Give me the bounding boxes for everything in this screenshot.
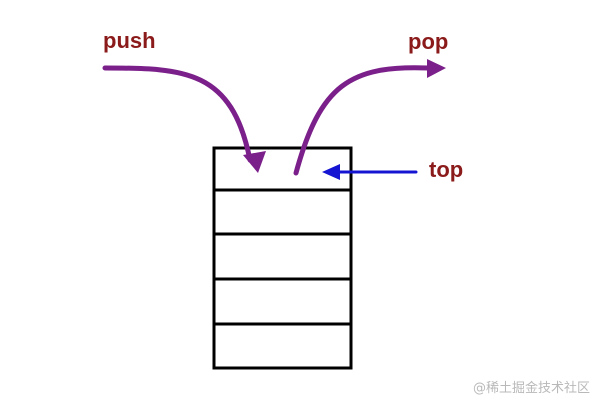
top-label: top (429, 157, 464, 182)
pop-arrow-line (293, 65, 431, 176)
pop-label: pop (408, 29, 449, 54)
top-arrow-head (322, 164, 340, 180)
push-label: push (103, 28, 156, 53)
stack-slot (212, 277, 353, 326)
stack-box (212, 146, 353, 370)
pop-arrow-head (427, 59, 446, 78)
push-arrow-line (102, 65, 253, 163)
stack-slot (212, 232, 353, 281)
push-arrow-head (243, 151, 266, 173)
watermark: @稀土掘金技术社区 (472, 381, 590, 396)
stack-slot (212, 188, 353, 236)
stack-slot (212, 322, 353, 370)
